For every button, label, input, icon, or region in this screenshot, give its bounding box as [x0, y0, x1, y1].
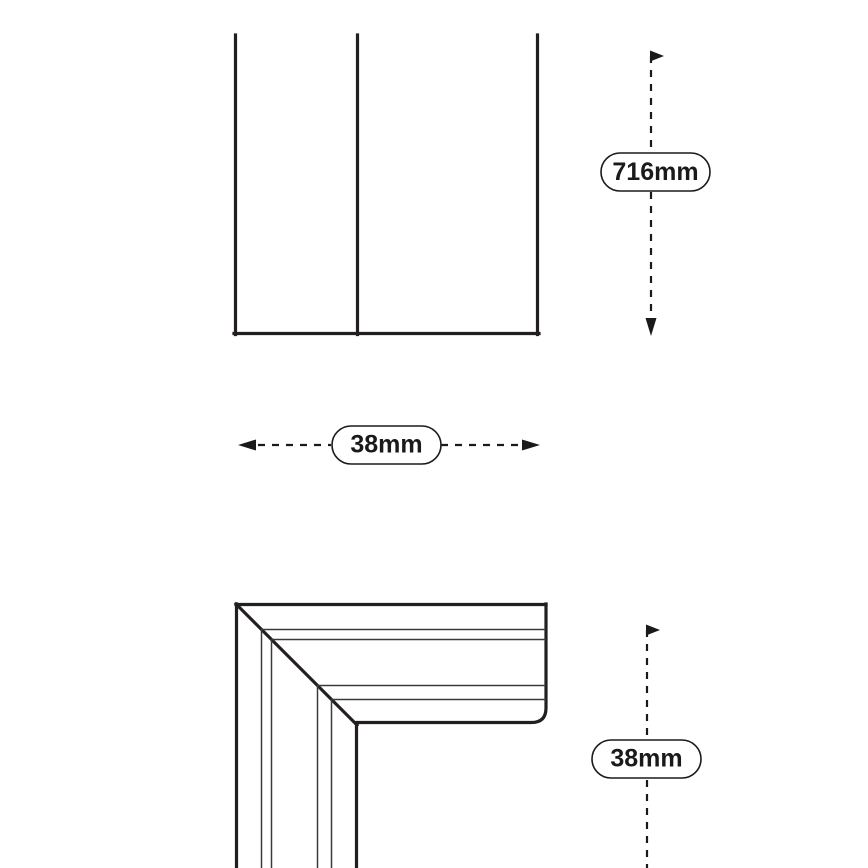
front-elevation-view [232, 33, 541, 337]
depth-dimension-group: 38mm [591, 624, 702, 868]
width-dimension-label: 38mm [350, 431, 422, 459]
corner-right-return-edge [355, 602, 548, 725]
depth-dimension-label-box [591, 739, 702, 779]
width-dimension-arrow-right [522, 439, 540, 451]
width-dimension-arrow-left [238, 439, 256, 451]
height-dimension-label-box [600, 152, 711, 192]
width-dimension-label-box [331, 425, 442, 465]
height-dimension-group: 716mm [600, 50, 711, 336]
mitre-joint-diagonal [233, 601, 360, 728]
height-dimension-label: 716mm [612, 158, 698, 186]
width-dimension-group: 38mm [238, 425, 540, 465]
depth-dimension-label: 38mm [610, 745, 682, 773]
height-dimension-arrow-down [645, 318, 657, 336]
mitred-corner-detail-view [233, 601, 548, 868]
